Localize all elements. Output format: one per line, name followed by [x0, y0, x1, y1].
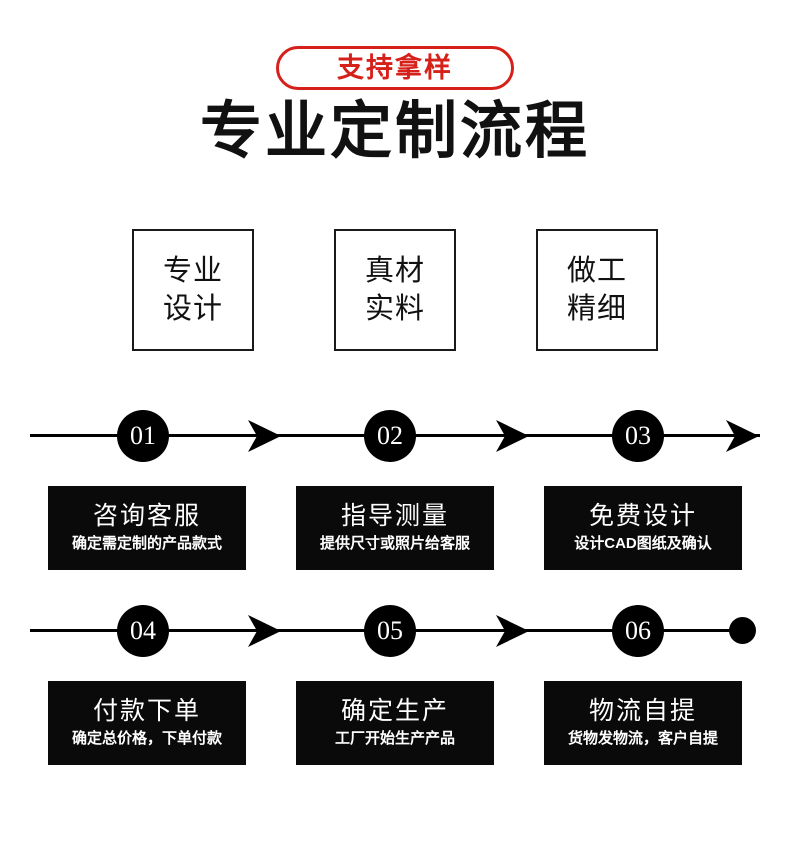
feature-box-fine-workmanship: 做工 精细 [536, 229, 658, 351]
feature-line-2: 实料 [364, 293, 425, 325]
badge-label: 支持拿样 [337, 52, 453, 83]
step-card-row-2: 付款下单 确定总价格，下单付款 确定生产 工厂开始生产产品 物流自提 货物发物流… [0, 681, 790, 765]
page-title: 专业定制流程 [199, 97, 590, 166]
step-card-confirm-production: 确定生产 工厂开始生产产品 [296, 681, 494, 765]
step-number: 03 [625, 421, 651, 450]
arrow-right-icon [494, 614, 530, 648]
feature-line-1: 真材 [364, 254, 425, 287]
card-subtitle: 提供尺寸或照片给客服 [319, 535, 470, 553]
step-card-payment-order: 付款下单 确定总价格，下单付款 [48, 681, 246, 765]
step-card-row-1: 咨询客服 确定需定制的产品款式 指导测量 提供尺寸或照片给客服 免费设计 设计C… [0, 486, 790, 570]
step-circle-03: 03 [612, 410, 664, 462]
timeline-row-2: 04 05 06 [0, 601, 790, 661]
feature-box-group: 专业 设计 真材 实料 做工 精细 [0, 229, 790, 351]
card-subtitle: 货物发物流，客户自提 [567, 730, 718, 748]
step-number: 05 [377, 616, 403, 645]
arrow-right-icon [246, 419, 282, 453]
card-subtitle: 确定需定制的产品款式 [71, 535, 222, 553]
step-card-consult-service: 咨询客服 确定需定制的产品款式 [48, 486, 246, 570]
feature-line-1: 专业 [162, 254, 223, 287]
step-number: 06 [625, 616, 651, 645]
step-card-logistics-pickup: 物流自提 货物发物流，客户自提 [544, 681, 742, 765]
feature-line-1: 做工 [566, 254, 627, 287]
arrow-right-icon [246, 614, 282, 648]
step-circle-06: 06 [612, 605, 664, 657]
card-title: 确定生产 [340, 696, 449, 725]
badge-container: 支持拿样 [0, 46, 790, 90]
arrow-right-icon [494, 419, 530, 453]
timeline-row-1: 01 02 03 [0, 406, 790, 466]
step-circle-04: 04 [117, 605, 169, 657]
card-title: 物流自提 [588, 696, 697, 725]
feature-box-genuine-materials: 真材 实料 [334, 229, 456, 351]
step-number: 02 [377, 421, 403, 450]
step-card-guided-measurement: 指导测量 提供尺寸或照片给客服 [296, 486, 494, 570]
feature-box-professional-design: 专业 设计 [132, 229, 254, 351]
step-circle-02: 02 [364, 410, 416, 462]
card-subtitle: 确定总价格，下单付款 [71, 730, 222, 748]
card-subtitle: 工厂开始生产产品 [334, 730, 455, 748]
step-circle-01: 01 [117, 410, 169, 462]
card-title: 指导测量 [340, 501, 449, 530]
card-title: 咨询客服 [92, 501, 201, 530]
feature-line-2: 精细 [566, 293, 627, 325]
feature-line-2: 设计 [162, 293, 223, 325]
step-number: 04 [130, 616, 156, 645]
card-title: 免费设计 [588, 501, 697, 530]
arrow-right-end-icon [724, 419, 760, 453]
step-circle-05: 05 [364, 605, 416, 657]
step-card-free-design: 免费设计 设计CAD图纸及确认 [544, 486, 742, 570]
timeline-end-dot-icon [729, 617, 756, 644]
step-number: 01 [130, 421, 156, 450]
card-title: 付款下单 [92, 696, 201, 725]
card-subtitle: 设计CAD图纸及确认 [574, 535, 712, 553]
sample-support-badge: 支持拿样 [276, 46, 514, 90]
